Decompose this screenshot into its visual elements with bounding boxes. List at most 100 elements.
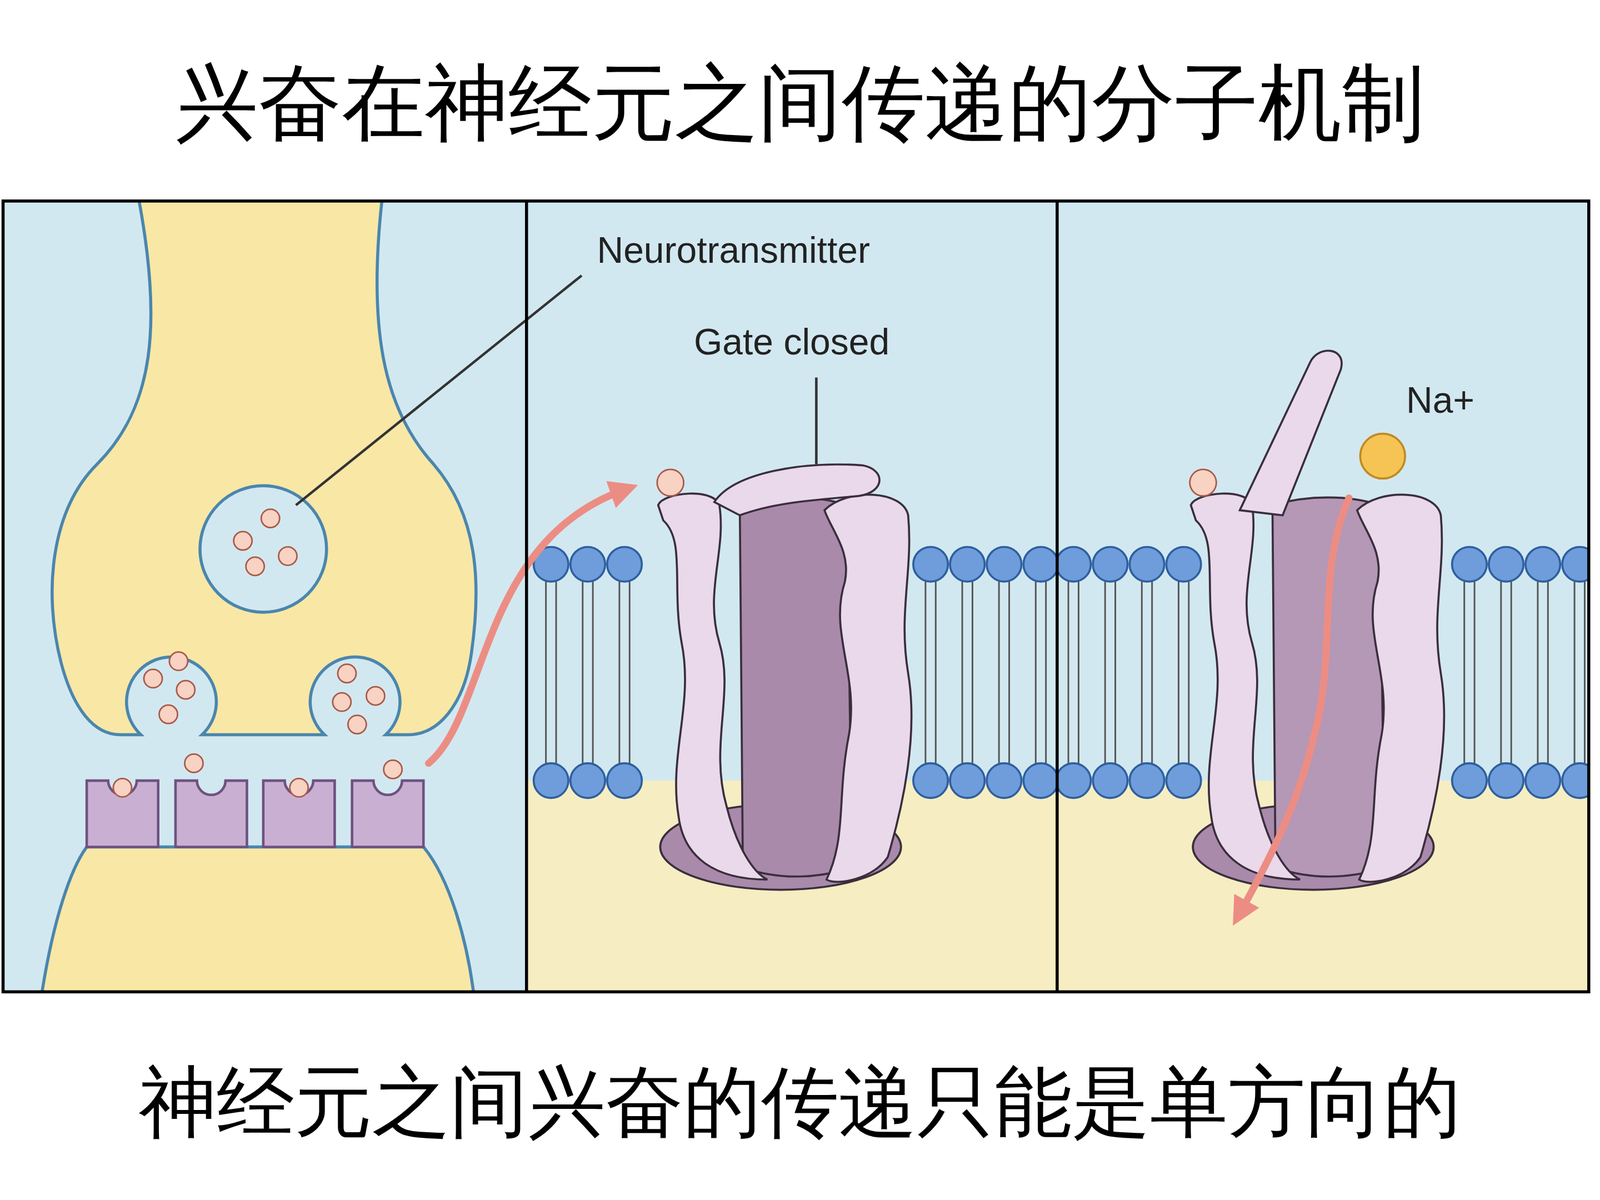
lipid-head	[607, 546, 642, 582]
sodium-ion	[1360, 433, 1405, 479]
lipid-tail	[1547, 581, 1549, 764]
neurotransmitter-molecule	[246, 557, 265, 576]
neurotransmitter-molecule	[176, 680, 195, 699]
panel-divider	[1055, 201, 1059, 992]
lipid-head	[607, 763, 642, 798]
title: 兴奋在神经元之间传递的分子机制	[0, 52, 1600, 153]
lipid-head	[986, 763, 1022, 798]
neurotransmitter-molecule	[366, 686, 385, 705]
lipid-tail	[1114, 581, 1117, 764]
ion-flow-arrow	[1240, 497, 1350, 914]
lipid-head	[570, 763, 605, 798]
part-label: Na+	[1406, 380, 1475, 421]
receptor	[352, 780, 424, 847]
lipid-tail	[1104, 581, 1107, 764]
lipid-tail	[628, 581, 631, 764]
lipid-tail	[1573, 581, 1576, 764]
neurotransmitter-molecule	[159, 705, 178, 724]
ion-channel	[657, 464, 912, 890]
neurotransmitter-molecule	[143, 669, 163, 688]
lipid-tail	[555, 581, 558, 764]
lipid-head	[570, 546, 605, 582]
ion-channel	[1190, 350, 1445, 890]
neurotransmitter-molecule	[261, 509, 280, 528]
lipid-tail	[545, 581, 547, 764]
lipid-head	[1488, 546, 1524, 582]
lipid-head	[1129, 546, 1164, 582]
lipid-tail	[935, 581, 937, 764]
lipid-head	[533, 763, 569, 798]
lipid-head	[950, 763, 985, 798]
synapse-panel	[3, 201, 527, 992]
neurotransmitter-molecule	[383, 760, 403, 779]
lipid-tail	[1045, 581, 1047, 764]
panel-ground	[526, 201, 1058, 992]
lipid-tail	[592, 581, 594, 764]
lipid-head	[1057, 763, 1092, 798]
leader-line	[815, 377, 818, 465]
lipid-tail	[618, 581, 620, 764]
caption: 神经元之间兴奋的传递只能是单方向的	[0, 1055, 1600, 1149]
lipid-head	[950, 546, 985, 582]
presynaptic-terminal	[52, 201, 477, 735]
lipid-tail	[1067, 581, 1070, 764]
lipid-tail	[1008, 581, 1010, 764]
neurotransmitter-molecule	[290, 778, 309, 797]
synaptic-vesicle	[200, 485, 327, 613]
channel-subunit	[1357, 494, 1445, 882]
lipid-tail	[1177, 581, 1180, 764]
lipid-tail	[1583, 581, 1586, 764]
lipid-tail	[1077, 581, 1080, 764]
neurotransmitter-molecule	[657, 469, 684, 497]
closed-channel-panel	[526, 201, 1058, 992]
lipid-tail	[924, 581, 927, 764]
lipid-tail	[1473, 581, 1476, 764]
panel-divider	[525, 201, 529, 992]
lipid-tail	[1536, 581, 1539, 764]
lipid-tail	[1141, 581, 1143, 764]
lipid-head	[1092, 546, 1128, 582]
lipid-head	[1525, 763, 1560, 798]
neurotransmitter-molecule	[233, 531, 253, 550]
neurotransmitter-molecule	[184, 753, 203, 773]
open-channel-panel	[1057, 201, 1589, 992]
lipid-head	[1129, 763, 1164, 798]
lipid-tail	[961, 581, 964, 764]
lipid-head	[986, 546, 1022, 582]
channel-gate-closed	[714, 464, 880, 516]
lipid-head	[913, 546, 948, 582]
lipid-tail	[1500, 581, 1502, 764]
lipid-tail	[998, 581, 1000, 764]
lipid-head	[1562, 546, 1589, 582]
leader-line	[296, 275, 582, 505]
lipid-head	[1057, 546, 1092, 582]
lipid-head	[1166, 546, 1201, 582]
lipid-tail	[1151, 581, 1153, 764]
lipid-head	[1092, 763, 1128, 798]
lipid-head	[1452, 763, 1487, 798]
panel-frame	[3, 201, 1589, 992]
neurotransmitter-molecule	[337, 664, 357, 683]
neurotransmitter-molecule	[113, 778, 132, 797]
lipid-tail	[1510, 581, 1513, 764]
lipid-head	[1562, 763, 1589, 798]
channel-pore	[740, 497, 853, 877]
channel-subunit	[658, 493, 768, 880]
panel-ground	[1057, 201, 1589, 992]
lipid-tail	[1463, 581, 1465, 764]
part-label: Gate closed	[693, 321, 890, 363]
channel-subunit	[824, 494, 912, 882]
lipid-head	[1488, 763, 1524, 798]
part-label: Neurotransmitter	[596, 230, 870, 271]
lipid-tail	[581, 581, 584, 764]
lipid-head	[1023, 546, 1058, 582]
lipid-tail	[1187, 581, 1190, 764]
lipid-tail	[1035, 581, 1037, 764]
neurotransmitter-molecule	[169, 652, 188, 671]
channel-gate-open	[1240, 350, 1342, 515]
neurotransmitter-molecule	[278, 546, 297, 565]
neurotransmitter-molecule	[332, 692, 352, 712]
lipid-head	[1525, 546, 1560, 582]
lipid-head	[1023, 763, 1058, 798]
